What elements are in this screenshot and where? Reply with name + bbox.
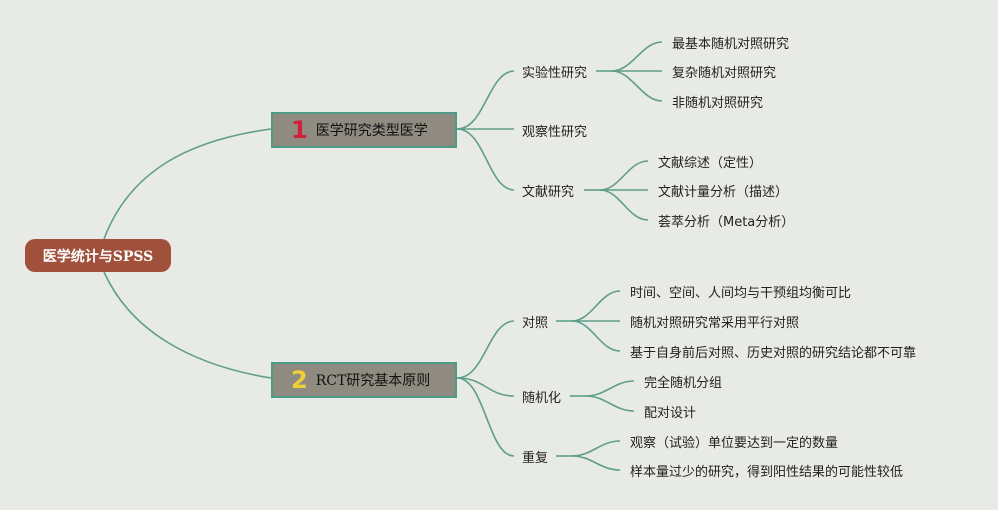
leaf-node[interactable]: 观察（试验）单位要达到一定的数量 (630, 432, 838, 451)
connector-s11-leaf3 (611, 70, 663, 102)
sub-label: 观察性研究 (522, 125, 588, 140)
branch-label-2: RCT研究基本原则 (315, 373, 431, 389)
leaf-node[interactable]: 配对设计 (644, 402, 696, 421)
leaf-node[interactable]: 文献计量分析（描述） (658, 181, 788, 200)
leaf-label: 时间、空间、人间均与干预组均衡可比 (630, 286, 852, 301)
sub-node-literature[interactable]: 文献研究 (522, 181, 574, 200)
leaf-label: 观察（试验）单位要达到一定的数量 (630, 436, 839, 451)
connector-s21-leaf3 (571, 320, 621, 352)
leaf-node[interactable]: 非随机对照研究 (672, 92, 763, 111)
leaf-label: 文献综述（定性） (658, 156, 763, 171)
connector-s13-leaf3 (599, 189, 649, 221)
leaf-node[interactable]: 样本量过少的研究，得到阳性结果的可能性较低 (630, 461, 903, 480)
branch-label-1: 医学研究类型医学 (315, 123, 428, 139)
leaf-label: 复杂随机对照研究 (672, 66, 777, 81)
sub-node-randomization[interactable]: 随机化 (522, 387, 561, 406)
branch-node-1[interactable]: 1 医学研究类型医学 (271, 112, 457, 148)
connector-b1-sub1 (456, 70, 515, 130)
sub-node-experimental[interactable]: 实验性研究 (522, 62, 587, 81)
leaf-label: 基于自身前后对照、历史对照的研究结论都不可靠 (630, 346, 917, 361)
sub-label: 文献研究 (522, 185, 575, 200)
connector-b2-sub2 (456, 377, 515, 397)
connector-s23-leaf2 (571, 455, 621, 471)
sub-label: 随机化 (522, 391, 562, 406)
leaf-label: 随机对照研究常采用平行对照 (630, 316, 800, 331)
branch-node-2[interactable]: 2 RCT研究基本原则 (271, 362, 457, 398)
leaf-node[interactable]: 完全随机分组 (644, 372, 722, 391)
leaf-label: 配对设计 (644, 406, 697, 421)
connector-root-branch-2 (103, 271, 272, 379)
leaf-node[interactable]: 时间、空间、人间均与干预组均衡可比 (630, 282, 851, 301)
connector-s13-leaf1 (599, 160, 649, 191)
connector-b1-sub3 (456, 128, 515, 191)
leaf-node[interactable]: 随机对照研究常采用平行对照 (630, 312, 799, 331)
leaf-label: 荟萃分析（Meta分析） (658, 215, 795, 230)
leaf-node[interactable]: 文献综述（定性） (658, 152, 762, 171)
leaf-label: 非随机对照研究 (672, 96, 764, 111)
root-node[interactable]: 医学统计与SPSS (25, 239, 171, 272)
leaf-label: 最基本随机对照研究 (672, 37, 790, 52)
branch-number-1: 1 (291, 116, 308, 144)
connector-s23-leaf1 (571, 440, 621, 457)
connector-root-branch-1 (103, 128, 272, 240)
leaf-label: 完全随机分组 (644, 376, 723, 391)
leaf-node[interactable]: 最基本随机对照研究 (672, 33, 789, 52)
connector-b2-sub1 (456, 320, 515, 379)
leaf-node[interactable]: 荟萃分析（Meta分析） (658, 211, 794, 230)
leaf-node[interactable]: 复杂随机对照研究 (672, 62, 776, 81)
connector-s22-leaf1 (585, 380, 635, 397)
sub-node-control[interactable]: 对照 (522, 312, 548, 331)
sub-label: 重复 (522, 451, 549, 466)
sub-label: 实验性研究 (522, 66, 588, 81)
leaf-label: 文献计量分析（描述） (658, 185, 789, 200)
leaf-node[interactable]: 基于自身前后对照、历史对照的研究结论都不可靠 (630, 342, 916, 361)
connector-s11-leaf1 (611, 41, 663, 72)
sub-label: 对照 (522, 316, 549, 331)
sub-node-observational[interactable]: 观察性研究 (522, 121, 587, 140)
leaf-label: 样本量过少的研究，得到阳性结果的可能性较低 (630, 465, 904, 480)
sub-node-replication[interactable]: 重复 (522, 447, 548, 466)
connector-b2-sub3 (456, 377, 515, 457)
root-label: 医学统计与SPSS (42, 248, 154, 265)
branch-number-2: 2 (291, 366, 308, 394)
connector-s21-leaf1 (571, 290, 621, 322)
connector-s22-leaf2 (585, 395, 635, 412)
